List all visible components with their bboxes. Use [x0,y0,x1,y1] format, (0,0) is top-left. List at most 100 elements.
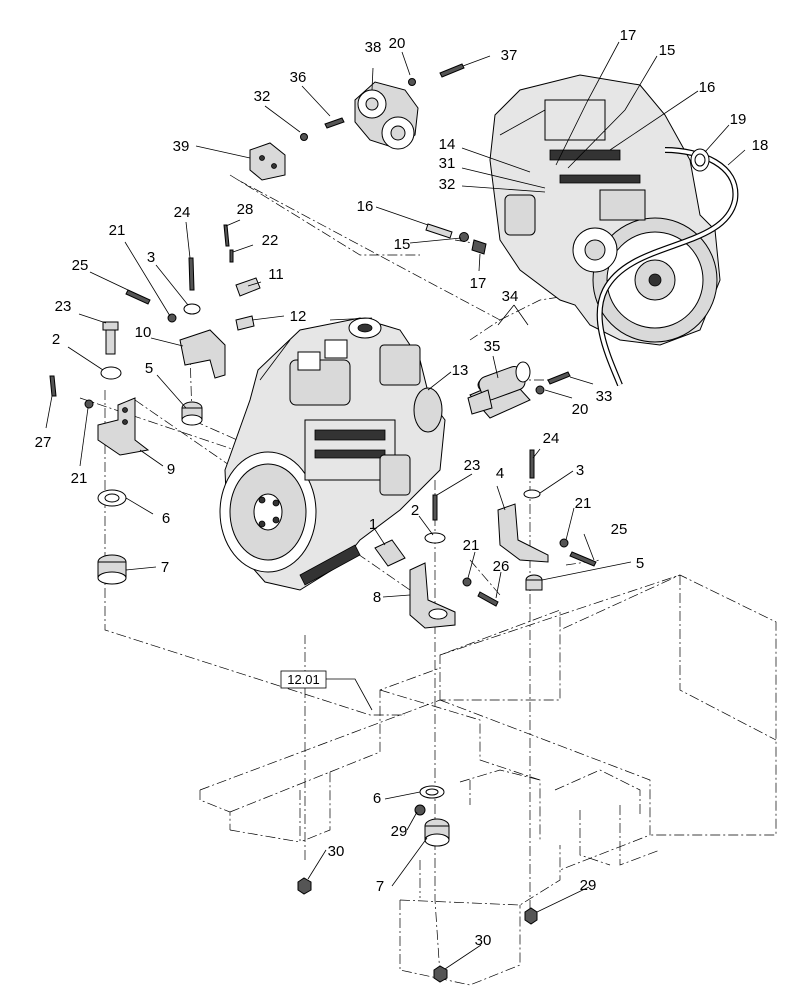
spacer-5-left [181,401,203,426]
nut-29-right [524,907,538,925]
callout-34: 34 [502,288,519,305]
callout-15: 15 [659,42,676,59]
clamp-19 [690,148,710,172]
bracket-8 [409,562,456,629]
callout-29: 29 [580,877,597,894]
pin-16 [425,223,453,239]
callout-2: 2 [52,331,60,348]
callout-6: 6 [162,510,170,527]
starter-motor-34 [467,361,531,419]
washer-6-left [97,489,127,507]
callout-24: 24 [174,204,191,221]
hose-18 [596,147,739,387]
reference-label: 12.01 [287,672,320,687]
callout-21: 21 [463,537,480,554]
callout-8: 8 [373,589,381,606]
callout-32: 32 [254,88,271,105]
leader-lines [45,41,746,970]
callout-6: 6 [373,790,381,807]
nut-30-right [433,965,448,983]
callout-23: 23 [464,457,481,474]
callout-16: 16 [357,198,374,215]
bolt-33 [547,371,571,385]
callout-7: 7 [376,878,384,895]
callout-3: 3 [147,249,155,266]
hardware-upper-left [100,224,261,380]
callout-31: 31 [439,155,456,172]
nut-21-lower [462,577,472,587]
bolt-24-right [529,449,535,479]
callout-4: 4 [496,465,504,482]
isolator-7-lower [424,818,450,847]
washer-2-right [424,532,446,544]
callout-10: 10 [135,324,152,341]
callout-25: 25 [611,521,628,538]
bolt-27 [49,375,57,397]
callout-19: 19 [730,111,747,128]
bracket-9 [97,397,150,456]
callout-24: 24 [543,430,560,447]
callout-9: 9 [167,461,175,478]
bolt-23-right [432,494,438,521]
callout-22: 22 [262,232,279,249]
callout-2: 2 [411,502,419,519]
callout-7: 7 [161,559,169,576]
callout-29: 29 [391,823,408,840]
chassis-frame [199,574,777,986]
washer-20-starter [535,385,545,395]
callout-14: 14 [439,136,456,153]
callout-5: 5 [145,360,153,377]
callout-21: 21 [109,222,126,239]
washer-6-lower [419,785,445,799]
callout-26: 26 [493,558,510,575]
callout-21: 21 [71,470,88,487]
callout-20: 20 [389,35,406,52]
callout-38: 38 [365,39,382,56]
callout-33: 33 [596,388,613,405]
bolt-26 [477,591,499,607]
callout-18: 18 [752,137,769,154]
isolator-7-left [97,554,127,585]
nut-30-left [297,877,312,895]
spacer-5-right [525,574,543,591]
callout-27: 27 [35,434,52,451]
washer-15 [459,232,469,242]
washer-3-right [523,489,541,499]
bracket-39 [249,142,286,181]
nut-21-left [84,399,94,409]
callout-labels: 17 15 16 19 18 14 31 32 38 20 37 36 32 3… [35,27,769,949]
callout-28: 28 [237,201,254,218]
callout-13: 13 [452,362,469,379]
callout-16: 16 [699,79,716,96]
callout-21: 21 [575,495,592,512]
small-hardware-top [300,63,465,141]
belt-tensioner-38 [354,81,419,150]
callout-30: 30 [328,843,345,860]
nut-21-right [559,538,569,548]
callout-1: 1 [369,516,377,533]
callout-12: 12 [290,308,307,325]
engine-assembly [219,317,446,591]
callout-20: 20 [572,401,589,418]
callout-35: 35 [484,338,501,355]
reference-callout: 12.01 [280,670,373,711]
callout-23: 23 [55,298,72,315]
callout-25: 25 [72,257,89,274]
plate-1 [374,539,406,567]
callout-11: 11 [268,266,284,283]
bracket-4 [497,503,549,563]
callout-39: 39 [173,138,190,155]
nut-29-left [414,804,426,816]
callout-36: 36 [290,69,307,86]
callout-30: 30 [475,932,492,949]
fitting-17 [471,239,487,255]
callout-37: 37 [501,47,518,64]
callout-5: 5 [636,555,644,572]
callout-17: 17 [620,27,637,44]
bolt-25-right [569,551,597,567]
callout-17: 17 [470,275,487,292]
callout-32: 32 [439,176,456,193]
callout-15: 15 [394,236,411,253]
bracket-10 [179,329,226,379]
